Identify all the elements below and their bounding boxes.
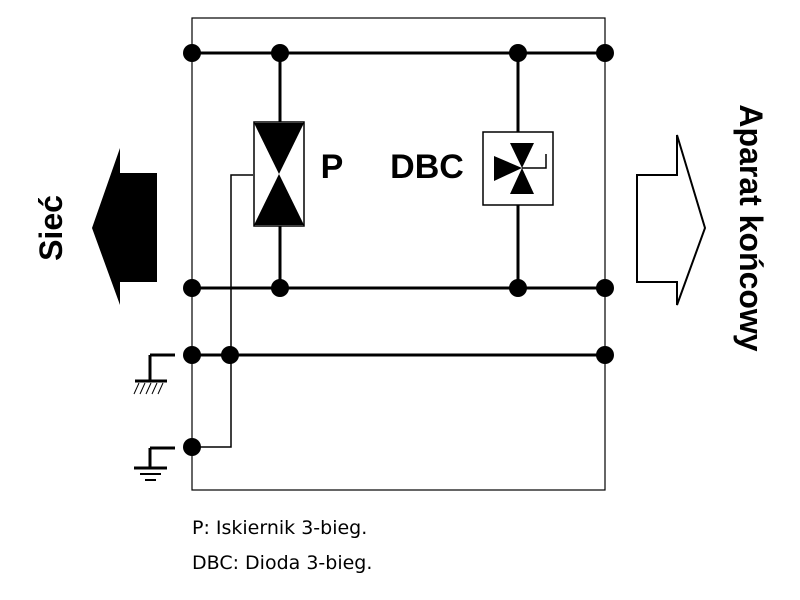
enclosure-frame	[191, 17, 606, 491]
device-arrow-icon	[636, 134, 707, 306]
spark-gap-label: P	[321, 148, 344, 186]
legend-diode: DBC: Dioda 3-bieg.	[192, 552, 372, 574]
spark-gap-ground-wire	[192, 174, 253, 448]
earth-ground-icon	[134, 466, 167, 481]
legend-spark-gap: P: Iskiernik 3-bieg.	[192, 517, 367, 539]
wires	[148, 51, 605, 468]
chassis-ground-icon	[133, 379, 167, 395]
network-arrow-icon	[92, 148, 157, 305]
diode-symbol	[482, 131, 554, 206]
spark-gap-symbol	[253, 121, 305, 227]
nodes	[183, 44, 614, 456]
diode-label: DBC	[390, 148, 464, 186]
network-label: Sieć	[33, 195, 69, 261]
device-label: Aparat końcowy	[733, 104, 769, 351]
